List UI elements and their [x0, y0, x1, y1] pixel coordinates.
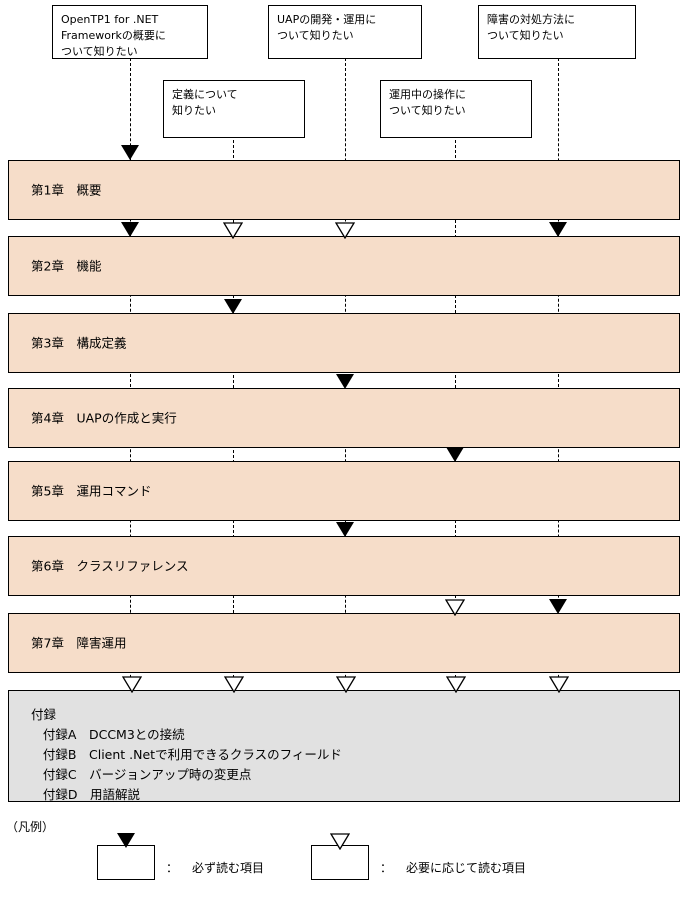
chapter-label-ch1: 第1章 概要	[31, 182, 102, 198]
chapter-bar-ch1: 第1章 概要	[8, 160, 680, 220]
chapter-bar-ch3: 第3章 構成定義	[8, 313, 680, 373]
question-box-definition: 定義について 知りたい	[163, 80, 305, 138]
legend-colon-optional-read: ：	[380, 861, 393, 875]
legend-arrow-filled-icon	[117, 833, 135, 848]
appendix-label: 付録 付録A DCCM3との接続 付録B Client .Netで利用できるクラ…	[31, 707, 342, 802]
chapter-bar-ch2: 第2章 機能	[8, 236, 680, 296]
arrow-filled-ch1-col1	[121, 145, 139, 160]
arrow-hollow-ch2-col2	[223, 222, 243, 239]
arrow-hollow-appendix-col1	[122, 676, 142, 693]
reading-path-line-col1	[130, 58, 131, 698]
legend-text-must-read: 必ず読む項目	[192, 861, 265, 875]
legend-title: （凡例）	[6, 820, 55, 834]
chapter-label-ch4: 第4章 UAPの作成と実行	[31, 410, 177, 426]
question-box-opentp1-overview: OpenTP1 for .NET Frameworkの概要に ついて知りたい	[52, 5, 208, 59]
legend-box-must-read	[97, 845, 155, 880]
arrow-hollow-ch7-col4	[445, 599, 465, 616]
arrow-filled-ch6-col3	[336, 522, 354, 537]
chapter-label-ch6: 第6章 クラスリファレンス	[31, 558, 189, 574]
arrow-filled-ch4-col3	[336, 374, 354, 389]
chapter-label-ch3: 第3章 構成定義	[31, 335, 127, 351]
chapter-label-ch5: 第5章 運用コマンド	[31, 483, 152, 499]
question-box-runtime-ops: 運用中の操作に ついて知りたい	[380, 80, 532, 138]
legend-arrow-hollow-icon	[330, 833, 350, 850]
arrow-hollow-appendix-col2	[224, 676, 244, 693]
question-box-failure-handling: 障害の対処方法に ついて知りたい	[478, 5, 636, 59]
arrow-filled-ch5-col4	[446, 447, 464, 462]
question-box-uap-dev-ops: UAPの開発・運用に ついて知りたい	[268, 5, 422, 59]
chapter-bar-ch5: 第5章 運用コマンド	[8, 461, 680, 521]
arrow-filled-ch2-col1	[121, 222, 139, 237]
arrow-hollow-appendix-col4	[446, 676, 466, 693]
arrow-hollow-appendix-col5	[549, 676, 569, 693]
chapter-bar-ch7: 第7章 障害運用	[8, 613, 680, 673]
legend-colon-must-read: ：	[166, 861, 179, 875]
arrow-hollow-ch2-col3	[335, 222, 355, 239]
arrow-filled-ch7-col5	[549, 599, 567, 614]
legend-box-optional-read	[311, 845, 369, 880]
arrow-filled-ch2-col5	[549, 222, 567, 237]
chapter-label-ch7: 第7章 障害運用	[31, 635, 127, 651]
arrow-filled-ch3-col2	[224, 299, 242, 314]
reading-path-line-col5	[558, 58, 559, 698]
appendix-bar: 付録 付録A DCCM3との接続 付録B Client .Netで利用できるクラ…	[8, 690, 680, 802]
chapter-bar-ch6: 第6章 クラスリファレンス	[8, 536, 680, 596]
arrow-hollow-appendix-col3	[336, 676, 356, 693]
chapter-label-ch2: 第2章 機能	[31, 258, 102, 274]
chapter-bar-ch4: 第4章 UAPの作成と実行	[8, 388, 680, 448]
legend-text-optional-read: 必要に応じて読む項目	[406, 861, 527, 875]
